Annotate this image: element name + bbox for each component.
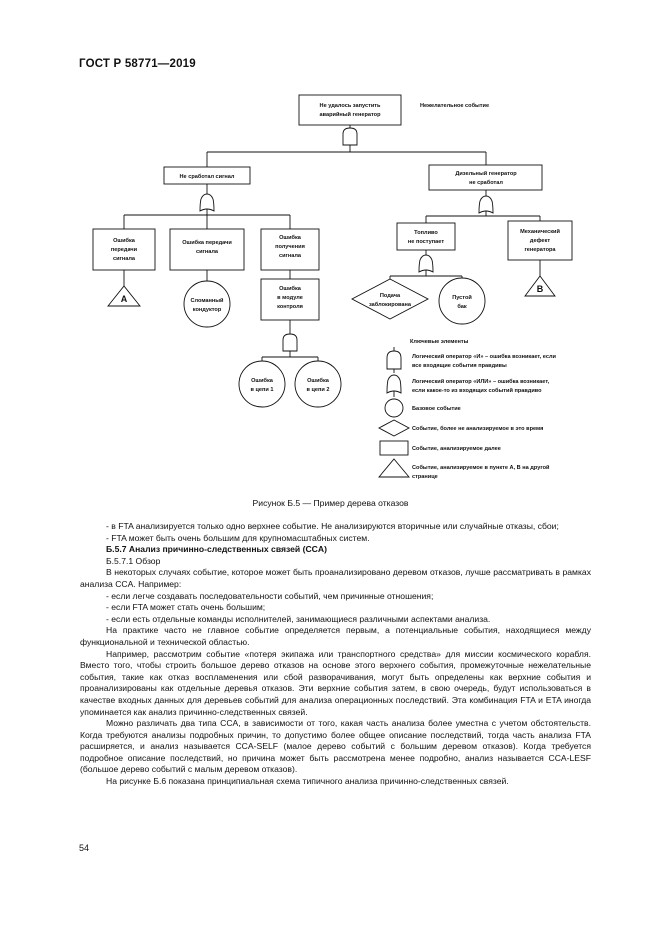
legend-transfer-text: Событие, анализируемое в пункте A, B на …	[412, 464, 550, 480]
legend-analysed-text: Событие, анализируемое далее	[412, 445, 501, 452]
legend-or-text: Логический оператор «ИЛИ» – ошибка возни…	[412, 378, 550, 394]
list-item: - если легче создавать последовательност…	[106, 590, 434, 601]
page-number: 54	[79, 843, 90, 853]
receive-error-box	[260, 228, 320, 271]
transfer-b-triangle	[524, 275, 556, 297]
module-and-gate	[282, 333, 298, 352]
legend-undeveloped-text: Событие, более не анализируемое в это вр…	[412, 425, 543, 432]
legend-box-symbol	[379, 440, 409, 456]
legend-triangle-symbol	[378, 458, 410, 478]
transfer-a-label: A	[121, 294, 128, 304]
section-heading: Б.5.7 Анализ причинно-следственных связе…	[106, 544, 327, 555]
paragraph-3: Например, рассмотрим событие «потеря эки…	[80, 648, 591, 717]
list-item: - если FTA может стать очень большим;	[106, 602, 266, 613]
legend-and-symbol	[386, 350, 402, 370]
document-header: ГОСТ Р 58771—2019	[79, 58, 196, 70]
list-item: - если есть отдельные команды исполнител…	[106, 613, 491, 624]
circuit2-circle	[294, 360, 342, 408]
empty-tank-circle	[438, 277, 486, 325]
transmit-error-box-1	[92, 228, 156, 271]
body-text: - в FTA анализируется только одно верхне…	[80, 521, 591, 788]
left-event-label: Не сработал сигнал	[180, 173, 235, 180]
paragraph-1: В некоторых случаях событие, которое мож…	[80, 567, 591, 589]
right-event-box	[428, 164, 543, 191]
legend-basic-text: Базовое событие	[412, 405, 461, 412]
right-or-gate	[478, 195, 494, 214]
fuel-or-gate	[418, 254, 434, 273]
figure-caption: Рисунок Б.5 — Пример дерева отказов	[252, 498, 409, 508]
broken-conductor-circle	[183, 280, 231, 328]
subsection-heading: Б.5.7.1 Обзор	[106, 555, 161, 566]
filter-clogged-diamond	[351, 278, 429, 320]
bullet-large-systems: - FTA может быть очень большим для крупн…	[106, 532, 370, 543]
paragraph-5: На рисунке Б.6 показана принципиальная с…	[106, 776, 509, 787]
top-or-gate	[342, 127, 358, 146]
top-event-note: Нежелательное событие	[420, 102, 489, 109]
legend-title: Ключевые элементы	[410, 339, 469, 345]
left-or-gate	[199, 193, 215, 212]
legend-diamond-symbol	[378, 419, 410, 437]
transfer-b-label: B	[537, 284, 544, 294]
legend-basic-symbol	[384, 398, 404, 418]
legend-or-symbol	[386, 374, 402, 394]
fuel-event-box	[396, 222, 456, 251]
transmit-error-box-2	[169, 228, 245, 271]
legend-and-text: Логический оператор «И» – ошибка возника…	[412, 353, 557, 369]
circuit1-circle	[238, 360, 286, 408]
paragraph-2: На практике часто не главное событие опр…	[80, 625, 591, 647]
transfer-a-triangle	[107, 285, 141, 307]
top-event-box	[298, 94, 402, 126]
bullet-single-top-event: - в FTA анализируется только одно верхне…	[106, 521, 559, 531]
paragraph-4: Можно различать два типа CCA, в зависимо…	[80, 718, 591, 775]
